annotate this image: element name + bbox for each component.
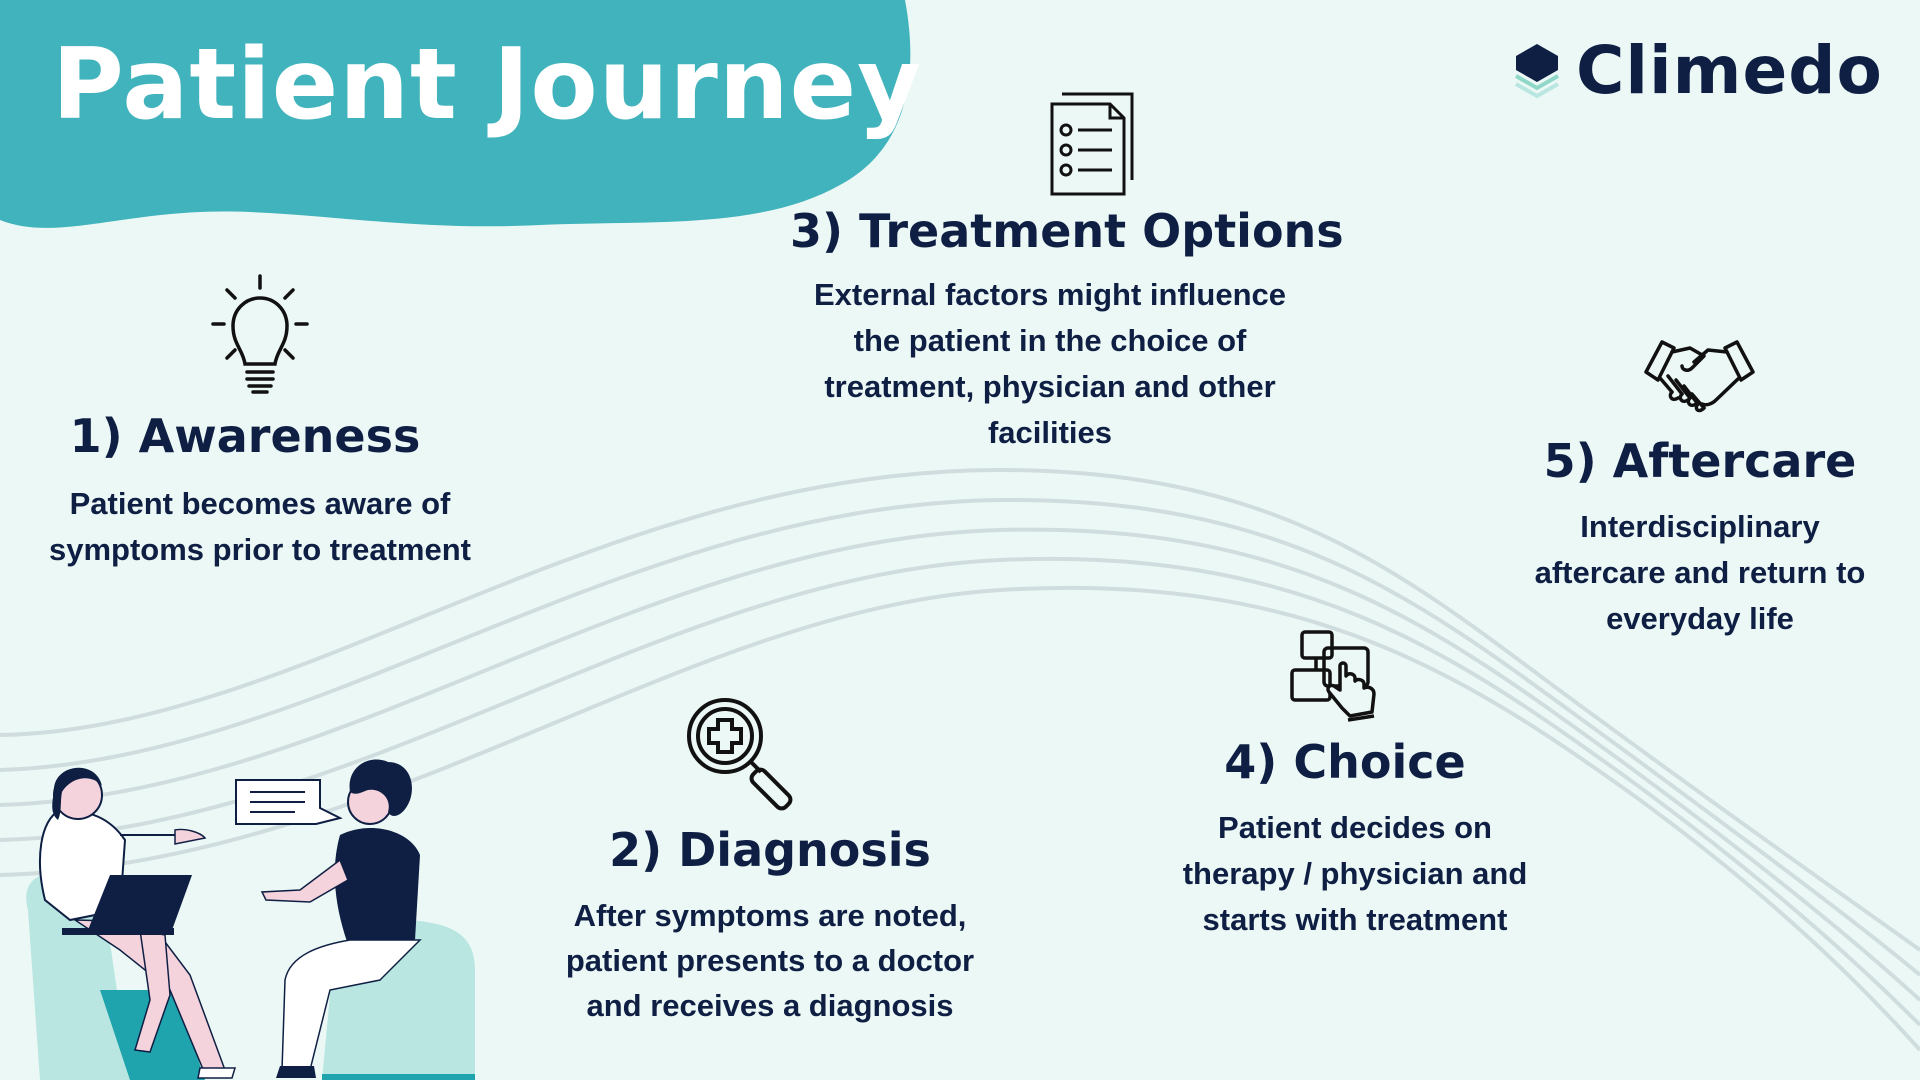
- step-title: 3) Treatment Options: [790, 204, 1344, 258]
- magnifier-medical-cross-icon: [687, 698, 793, 811]
- step-title: 5) Aftercare: [1543, 434, 1857, 488]
- title-blob: [0, 0, 911, 228]
- step-awareness: 1) Awareness Patient becomes aware of sy…: [20, 272, 500, 573]
- step-title: 2) Diagnosis: [609, 823, 931, 877]
- step-description: Patient becomes aware of symptoms prior …: [48, 486, 471, 567]
- checklist-document-icon: [1050, 92, 1134, 196]
- step-description: External factors might influence the pat…: [814, 277, 1286, 450]
- step-title: 4) Choice: [1224, 735, 1466, 789]
- logo-mark-icon: [1515, 43, 1559, 98]
- step-description: After symptoms are noted, patient presen…: [565, 898, 975, 1023]
- wave-lines: [0, 467, 1920, 1052]
- step-treatment-options: 3) Treatment Options External factors mi…: [790, 90, 1344, 456]
- step-title: 1) Awareness: [69, 409, 421, 463]
- brand-name: Climedo: [1576, 32, 1883, 109]
- step-aftercare: 5) Aftercare Interdisciplinary aftercare…: [1530, 336, 1870, 642]
- page-title: Patient Journey: [52, 28, 922, 142]
- lightbulb-icon: [211, 274, 309, 394]
- step-diagnosis: 2) Diagnosis After symptoms are noted, p…: [545, 696, 995, 1028]
- brand-logo[interactable]: Climedo: [1512, 32, 1883, 109]
- pointer-choice-icon: [1290, 630, 1376, 722]
- doctor-patient-illustration: [26, 759, 475, 1080]
- step-description: Patient decides on therapy / physician a…: [1182, 810, 1528, 937]
- handshake-icon: [1644, 340, 1755, 413]
- step-choice: 4) Choice Patient decides on therapy / p…: [1180, 628, 1530, 943]
- step-description: Interdisciplinary aftercare and return t…: [1534, 509, 1866, 636]
